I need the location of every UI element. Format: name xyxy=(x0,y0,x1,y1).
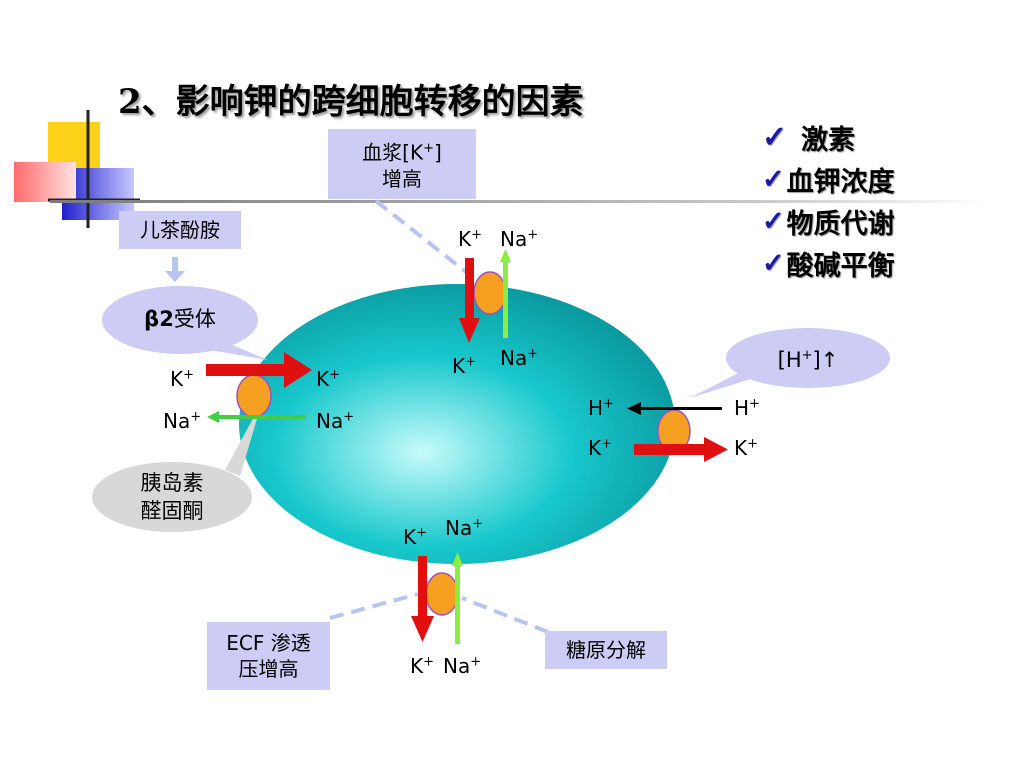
left-na-in-label: Na+ xyxy=(316,409,355,433)
top-na-arrow-shaft xyxy=(503,262,508,338)
left-na-out-label: Na+ xyxy=(163,409,202,433)
top-k-out-label: K+ xyxy=(458,227,483,251)
catecholamine-arrow-head xyxy=(165,271,185,282)
left-na-arrow-shaft xyxy=(218,415,306,419)
factor-label: 激素 xyxy=(801,124,856,156)
right-k-arrow-head xyxy=(704,437,728,462)
factor-label: 血钾浓度 xyxy=(786,166,895,198)
insulin-callout-tail xyxy=(225,402,262,476)
top-k-arrow-head xyxy=(459,318,480,343)
bottom-na-arrow-head xyxy=(452,552,463,566)
factor-item: ✓ 酸碱平衡 xyxy=(762,242,895,284)
ecf-line2: 压增高 xyxy=(238,657,299,681)
right-h-arrow-shaft xyxy=(640,407,722,410)
check-icon: ✓ xyxy=(762,119,788,155)
plasma-k-line2: 增高 xyxy=(382,166,422,191)
plasma-k-box: 血浆[K+] 增高 xyxy=(328,129,476,199)
factor-list: ✓ 激素 ✓ 血钾浓度 ✓ 物质代谢 ✓ 酸碱平衡 xyxy=(762,116,895,284)
factor-item: ✓ 物质代谢 xyxy=(762,200,895,242)
factor-label: 酸碱平衡 xyxy=(786,250,895,282)
beta2-receptor-label: β2受体 xyxy=(144,307,216,331)
beta2-callout-tail xyxy=(210,342,268,360)
left-k-arrow-head xyxy=(284,352,312,388)
title-rule xyxy=(50,200,990,203)
right-k-arrow-shaft xyxy=(634,444,706,455)
glycogen-dash-connector xyxy=(461,596,549,634)
left-pump-carrier xyxy=(236,374,272,418)
logo-red-square xyxy=(14,162,76,202)
left-na-arrow-head xyxy=(207,411,219,423)
ecf-dash-connector xyxy=(329,592,419,620)
bottom-pump-carrier xyxy=(425,572,459,616)
factor-item: ✓ 激素 xyxy=(762,116,895,158)
beta2-callout-bubble xyxy=(102,286,258,354)
left-k-out-label: K+ xyxy=(170,367,195,391)
top-k-arrow-shaft xyxy=(465,258,474,320)
h-rise-label: [H+]↑ xyxy=(777,348,839,372)
right-h-arrow-head xyxy=(627,402,641,415)
bottom-k-in-label: K+ xyxy=(403,525,428,549)
h-callout-tail xyxy=(690,368,760,398)
top-na-out-label: Na+ xyxy=(500,227,539,251)
right-k-out-label: K+ xyxy=(734,436,759,460)
catecholamine-box: 儿茶酚胺 xyxy=(119,211,241,249)
right-h-in-label: H+ xyxy=(588,396,614,420)
plasma-k-line1: 血浆[K+] xyxy=(362,140,442,165)
right-k-in-label: K+ xyxy=(588,436,613,460)
cell-ellipse xyxy=(239,284,675,564)
factor-item: ✓ 血钾浓度 xyxy=(762,158,895,200)
bottom-k-arrow-shaft xyxy=(418,556,427,618)
plasma-dash-connector xyxy=(374,199,468,274)
left-k-arrow-shaft xyxy=(206,364,286,376)
ecf-line1: ECF 渗透 xyxy=(226,631,311,655)
ecf-box: ECF 渗透 压增高 xyxy=(207,622,330,690)
top-pump-carrier xyxy=(473,271,507,315)
check-icon: ✓ xyxy=(762,205,785,237)
left-k-in-label: K+ xyxy=(316,367,341,391)
glycogen-box: 糖原分解 xyxy=(545,631,667,669)
insulin-aldosterone-label: 胰岛素 醛固酮 xyxy=(140,471,204,523)
top-na-in-label: Na+ xyxy=(500,346,539,370)
check-icon: ✓ xyxy=(762,163,785,195)
top-na-arrow-head xyxy=(500,249,511,262)
bottom-na-arrow-shaft xyxy=(455,566,460,644)
right-h-out-label: H+ xyxy=(734,396,760,420)
page-title: 2、影响钾的跨细胞转移的因素 xyxy=(118,82,584,122)
factor-label: 物质代谢 xyxy=(786,208,895,240)
bottom-k-out-label: K+ xyxy=(410,654,435,678)
h-callout-bubble xyxy=(726,328,890,388)
top-k-in-label: K+ xyxy=(452,354,477,378)
bottom-k-arrow-head xyxy=(411,616,434,642)
insulin-callout-bubble xyxy=(92,462,252,532)
check-icon: ✓ xyxy=(762,247,785,279)
bottom-na-in-label: Na+ xyxy=(445,516,484,540)
bottom-na-out-label: Na+ xyxy=(443,654,482,678)
